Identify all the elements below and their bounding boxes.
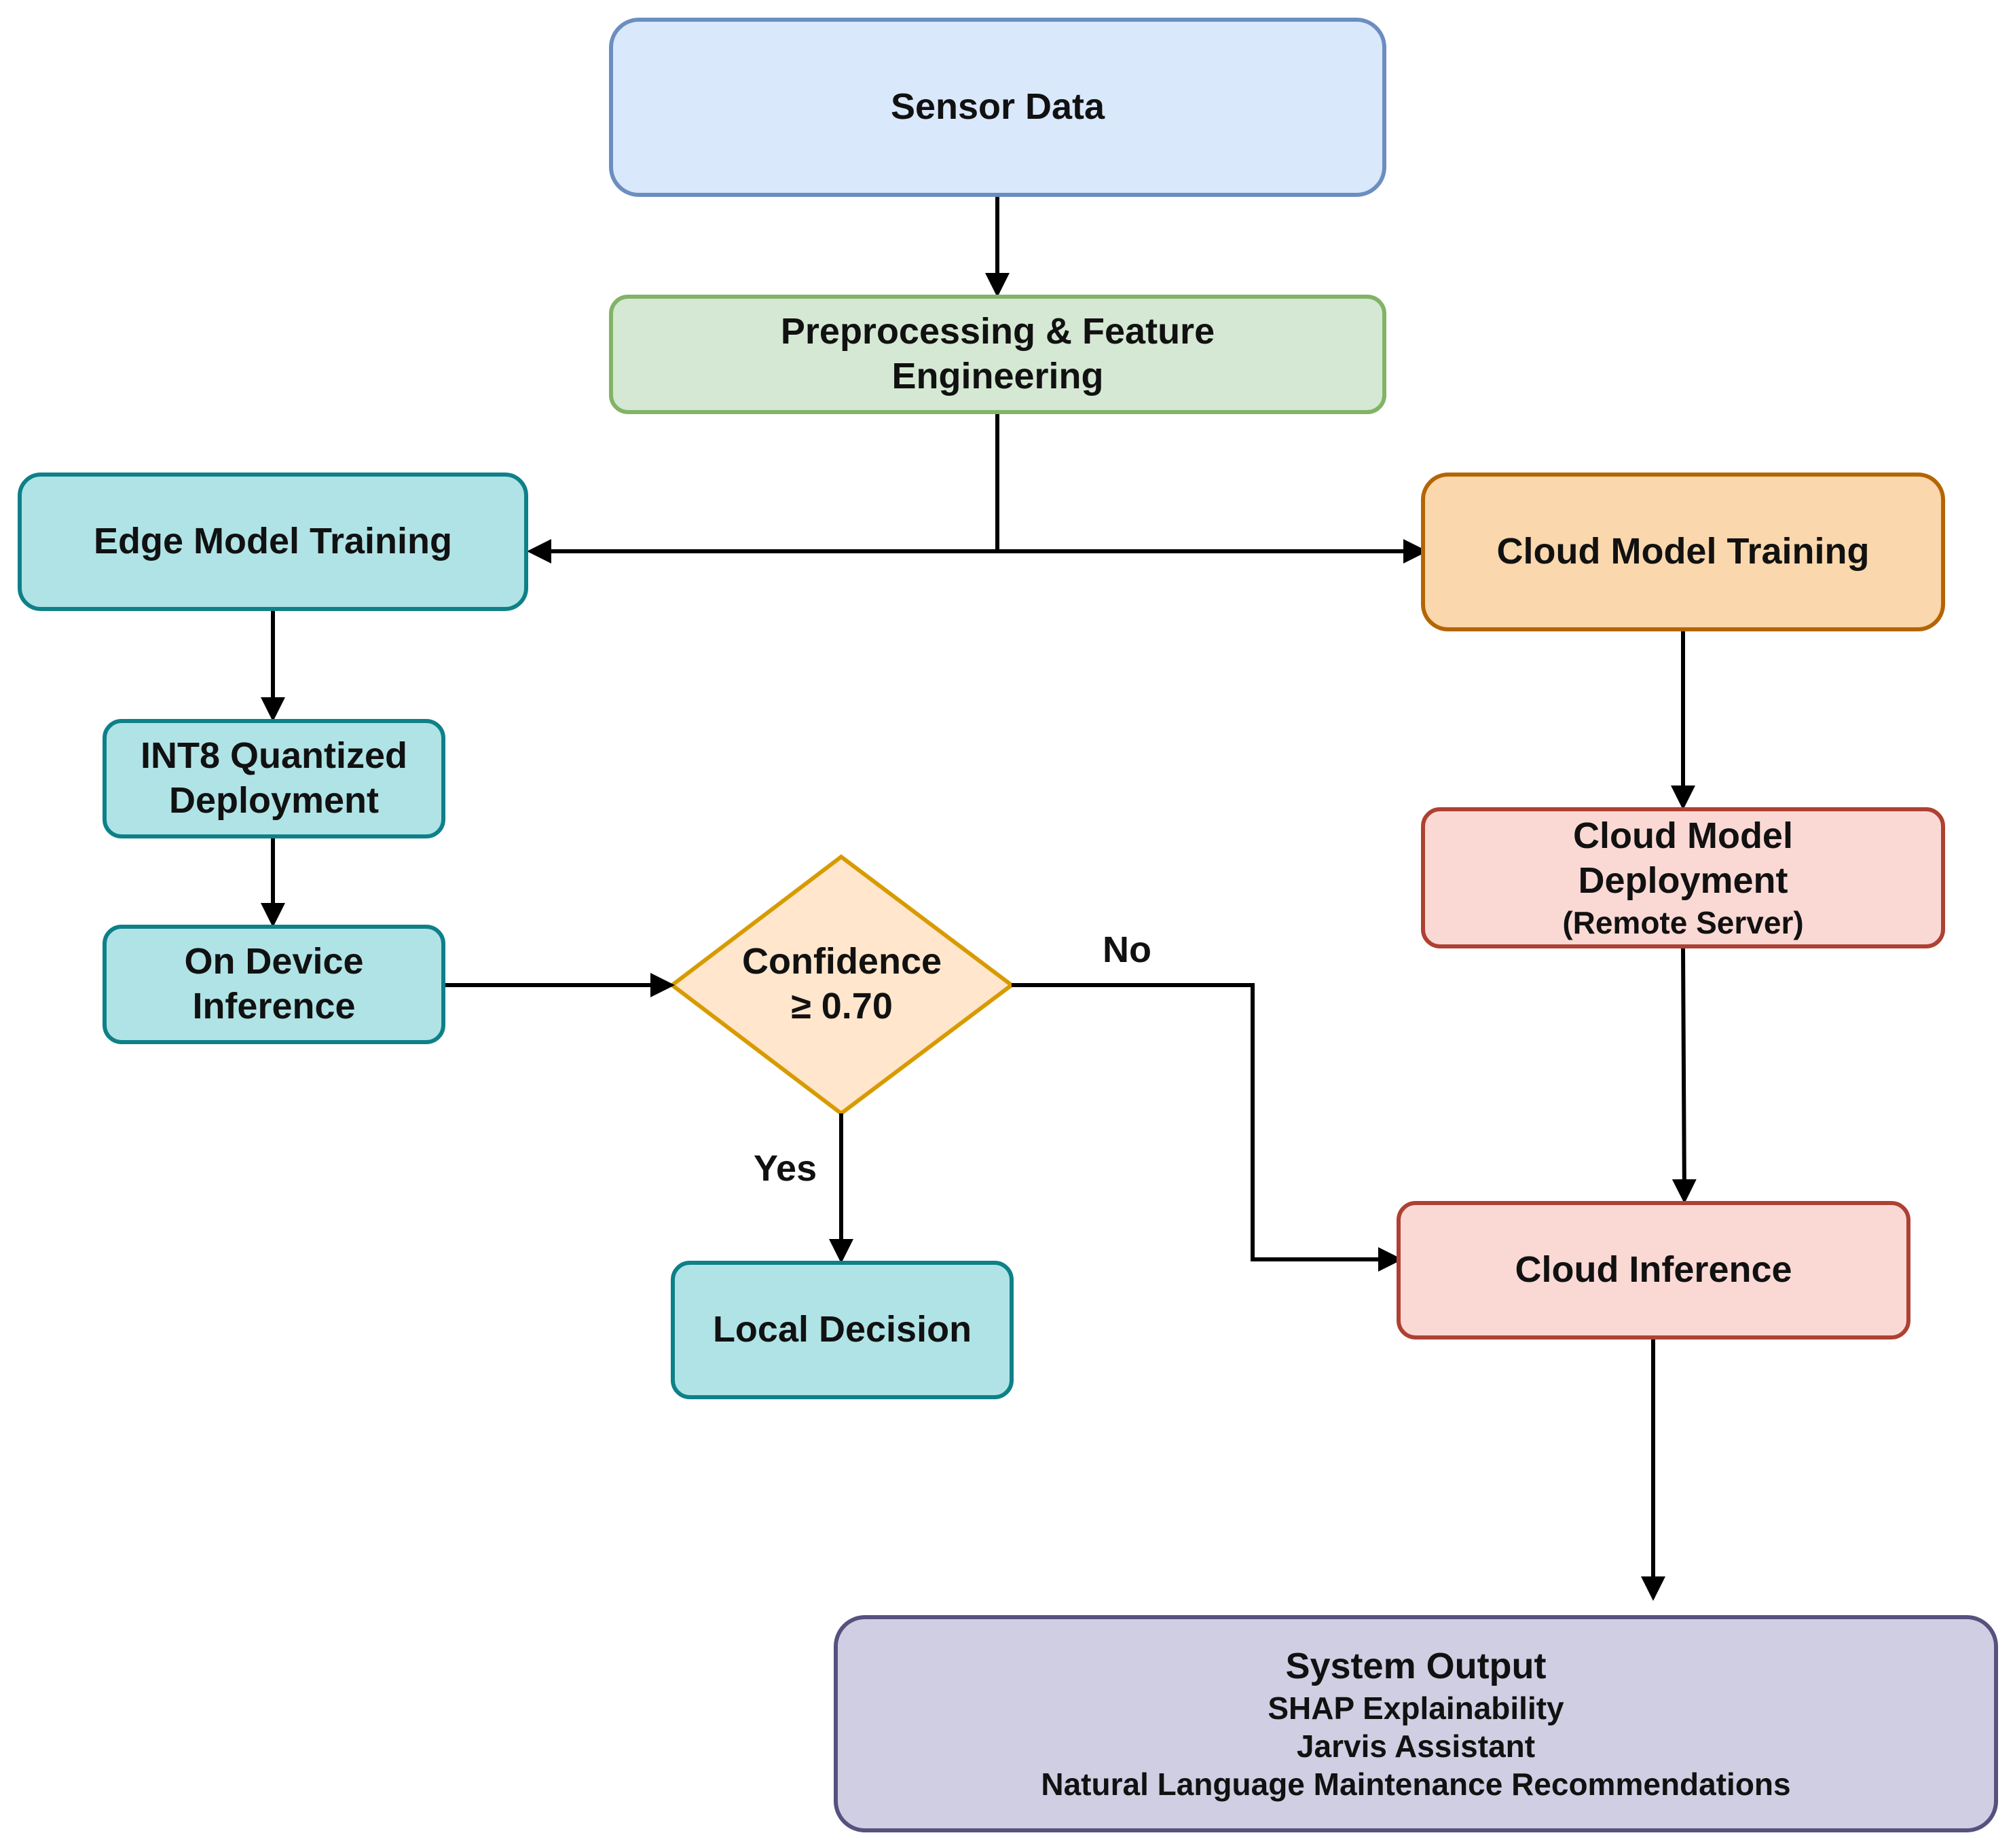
system-output-title: System Output (1285, 1645, 1547, 1686)
local-decision-label: Local Decision (712, 1309, 972, 1350)
system-output-node: System Output SHAP Explainability Jarvis… (834, 1615, 1998, 1832)
on-device-label-line1: On Device (184, 941, 364, 982)
confidence-decision-label: Confidence ≥ 0.70 (713, 910, 971, 1059)
cloud-model-deployment-node: Cloud Model Deployment (Remote Server) (1421, 807, 1945, 948)
local-decision-node: Local Decision (671, 1261, 1014, 1399)
system-output-line3: Natural Language Maintenance Recommendat… (1041, 1766, 1791, 1802)
arrow-confidence-no-to-cloud-inference (1012, 983, 1403, 1272)
cloud-deployment-label-line1: Cloud Model (1573, 815, 1793, 857)
edge-label-no: No (1103, 929, 1151, 970)
int8-label-line2: Deployment (168, 780, 380, 821)
system-output-line1: SHAP Explainability (1268, 1690, 1564, 1726)
cloud-deployment-label-line2: Deployment (1578, 860, 1788, 901)
preprocessing-label-line1: Preprocessing & Feature (780, 311, 1215, 352)
edge-model-training-label: Edge Model Training (93, 521, 453, 562)
sensor-data-label: Sensor Data (890, 86, 1105, 128)
edge-label-yes: Yes (754, 1148, 817, 1189)
system-output-line2: Jarvis Assistant (1296, 1728, 1536, 1764)
on-device-label-line2: Inference (192, 986, 356, 1027)
preprocessing-label-line2: Engineering (891, 356, 1104, 396)
edge-model-training-node: Edge Model Training (18, 473, 528, 611)
int8-label-line1: INT8 Quantized (140, 735, 408, 777)
cloud-inference-label: Cloud Inference (1515, 1249, 1792, 1291)
cloud-inference-node: Cloud Inference (1397, 1201, 1910, 1339)
on-device-inference-node: On Device Inference (103, 925, 445, 1044)
cloud-model-training-node: Cloud Model Training (1421, 473, 1945, 631)
cloud-deployment-label-line3: (Remote Server) (1562, 904, 1804, 940)
confidence-label-line2: ≥ 0.70 (791, 986, 893, 1027)
cloud-model-training-label: Cloud Model Training (1496, 531, 1870, 572)
sensor-data-node: Sensor Data (609, 18, 1386, 197)
int8-quantized-deployment-node: INT8 Quantized Deployment (103, 719, 445, 838)
arrow-cloud-deployment-to-cloud-inference (1672, 948, 1697, 1204)
confidence-label-line1: Confidence (741, 941, 942, 982)
preprocessing-node: Preprocessing & Feature Engineering (609, 295, 1386, 414)
